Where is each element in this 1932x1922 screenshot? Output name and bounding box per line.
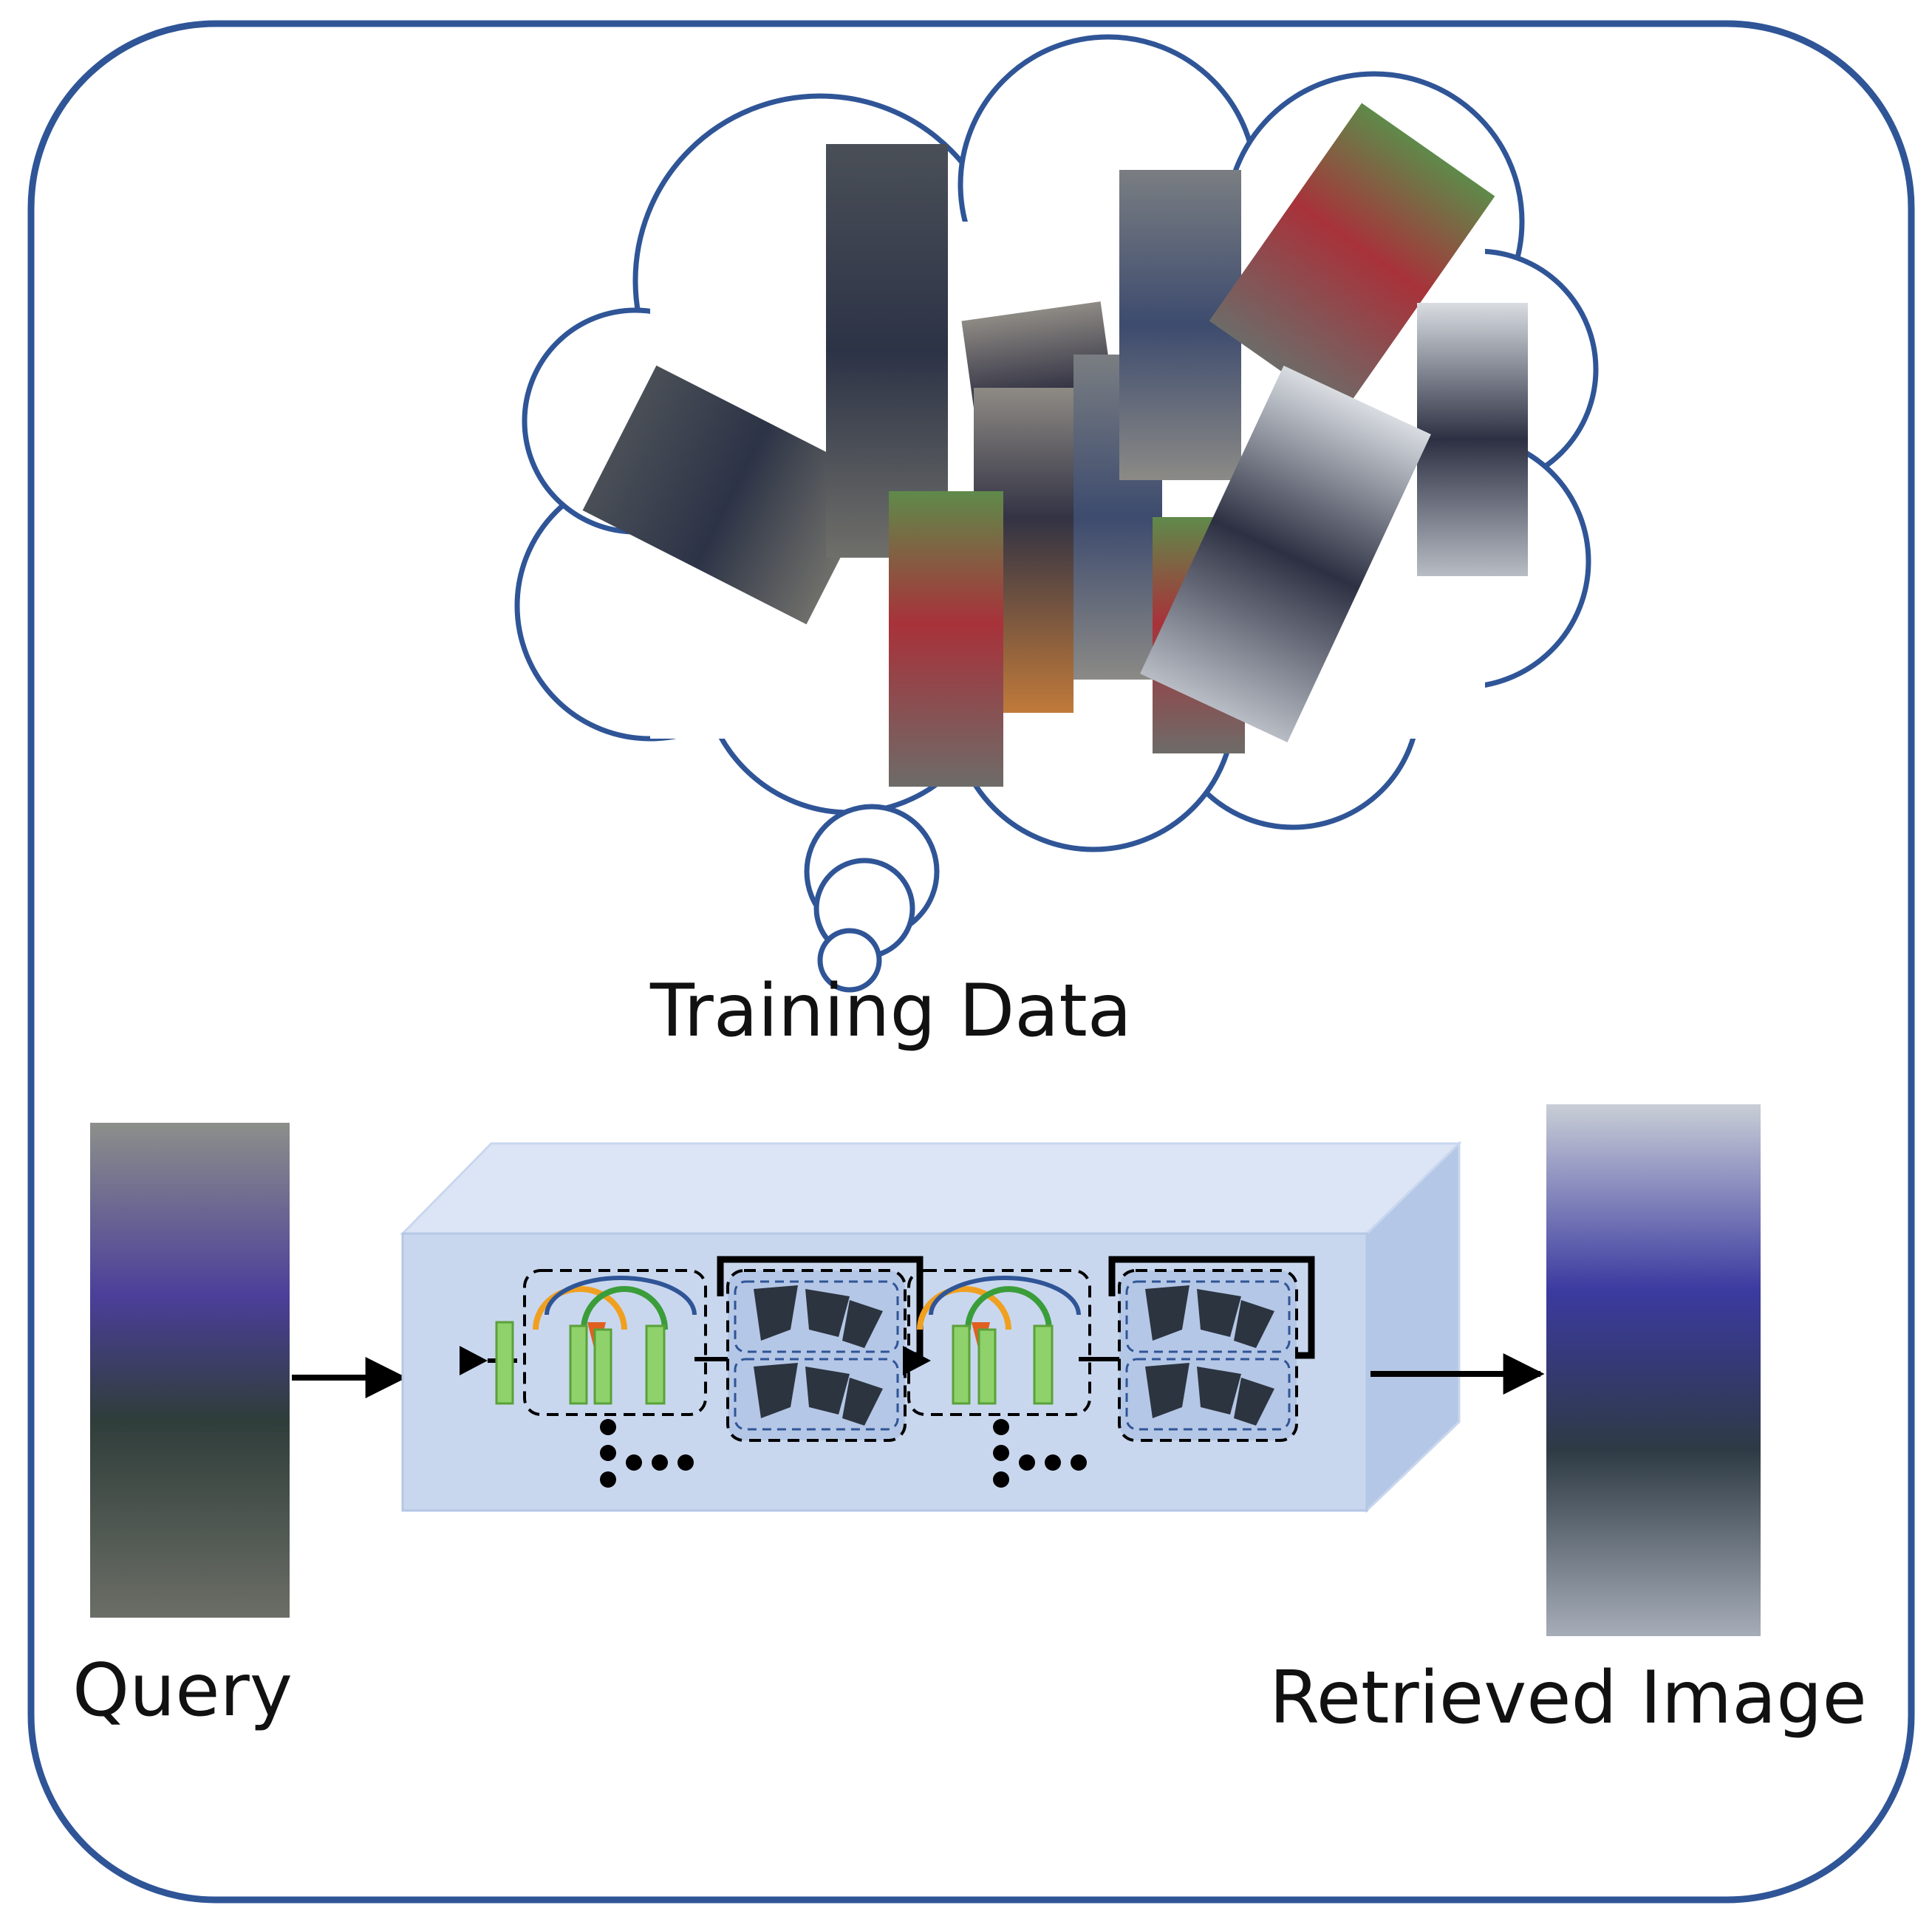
retrieved-image-label: Retrieved Image	[1269, 1656, 1867, 1740]
training-image	[826, 144, 948, 558]
retrieved-image	[1546, 1104, 1761, 1636]
attention-module	[523, 1269, 707, 1416]
training-images	[582, 103, 1528, 787]
training-image	[889, 491, 1003, 787]
network-box	[400, 1140, 1462, 1514]
training-image	[1209, 103, 1495, 414]
training-image	[1140, 366, 1431, 742]
query-image	[90, 1123, 290, 1618]
network-block-2	[903, 1256, 1315, 1488]
network-block-1	[460, 1256, 924, 1488]
training-data-label: Training Data	[650, 969, 1132, 1053]
training-image	[582, 365, 881, 625]
outer-frame	[27, 20, 1915, 1904]
attention-module	[907, 1269, 1091, 1416]
query-label: Query	[72, 1649, 293, 1733]
training-image	[1417, 303, 1528, 576]
